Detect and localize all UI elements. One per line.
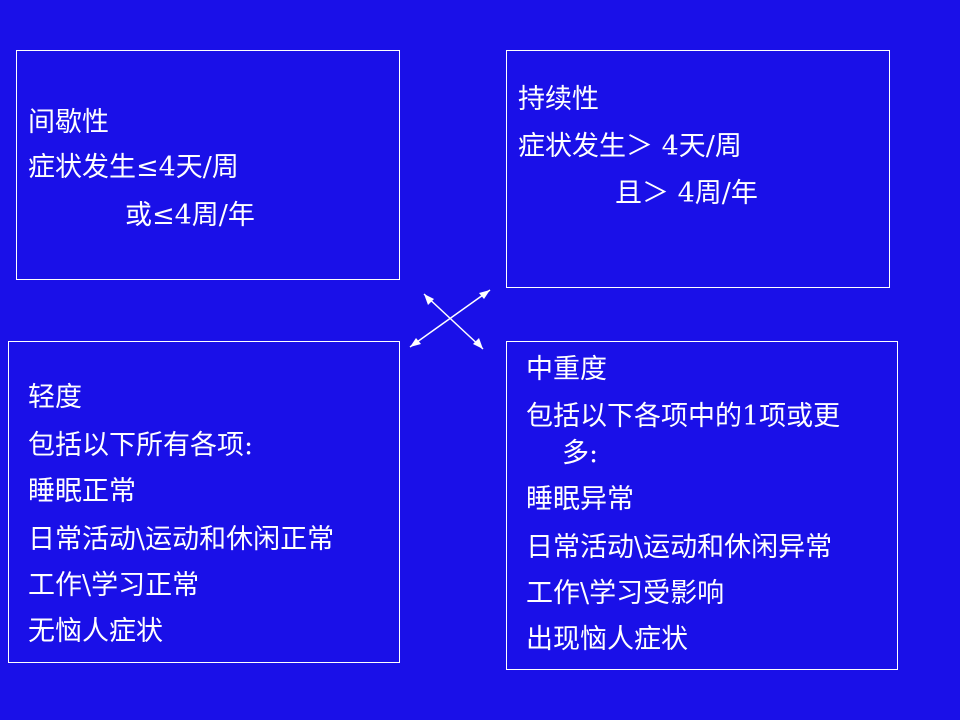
- moderate-severe-box: 中重度 包括以下各项中的1项或更 多: 睡眠异常 日常活动\运动和休闲异常 工作…: [506, 341, 898, 670]
- moderate-severe-item: 日常活动\运动和休闲异常: [526, 532, 833, 563]
- intermittent-box: 间歇性 症状发生≤4天/周 或≤4周/年: [16, 50, 400, 280]
- persistent-title: 持续性: [518, 84, 599, 115]
- moderate-severe-intro-1: 包括以下各项中的1项或更: [526, 401, 841, 432]
- arrow-head-ne: [479, 290, 490, 299]
- arrow-head-se: [473, 338, 483, 349]
- intermittent-line-2: 或≤4周/年: [125, 200, 255, 231]
- moderate-severe-title: 中重度: [526, 354, 607, 385]
- persistent-box: 持续性 症状发生＞ 4天/周 且＞ 4周/年: [506, 50, 890, 288]
- mild-item: 日常活动\运动和休闲正常: [28, 524, 335, 555]
- intermittent-title: 间歇性: [28, 107, 109, 138]
- moderate-severe-item: 工作\学习受影响: [526, 578, 725, 609]
- mild-item: 睡眠正常: [28, 476, 136, 507]
- mild-item: 工作\学习正常: [28, 570, 200, 601]
- moderate-severe-intro-2: 多:: [562, 438, 599, 469]
- persistent-line-1: 症状发生＞ 4天/周: [518, 131, 742, 162]
- arrow-head-sw: [410, 338, 421, 347]
- mild-box: 轻度 包括以下所有各项: 睡眠正常 日常活动\运动和休闲正常 工作\学习正常 无…: [8, 341, 400, 663]
- persistent-line-2: 且＞ 4周/年: [615, 178, 758, 209]
- mild-title: 轻度: [28, 382, 82, 413]
- moderate-severe-item: 睡眠异常: [526, 484, 634, 515]
- intermittent-line-1: 症状发生≤4天/周: [28, 152, 239, 183]
- arrow-head-nw: [424, 294, 434, 305]
- mild-item: 无恼人症状: [28, 616, 163, 647]
- mild-intro: 包括以下所有各项:: [28, 430, 254, 461]
- arrow-line-nw-se: [423, 293, 484, 350]
- moderate-severe-item: 出现恼人症状: [526, 624, 688, 655]
